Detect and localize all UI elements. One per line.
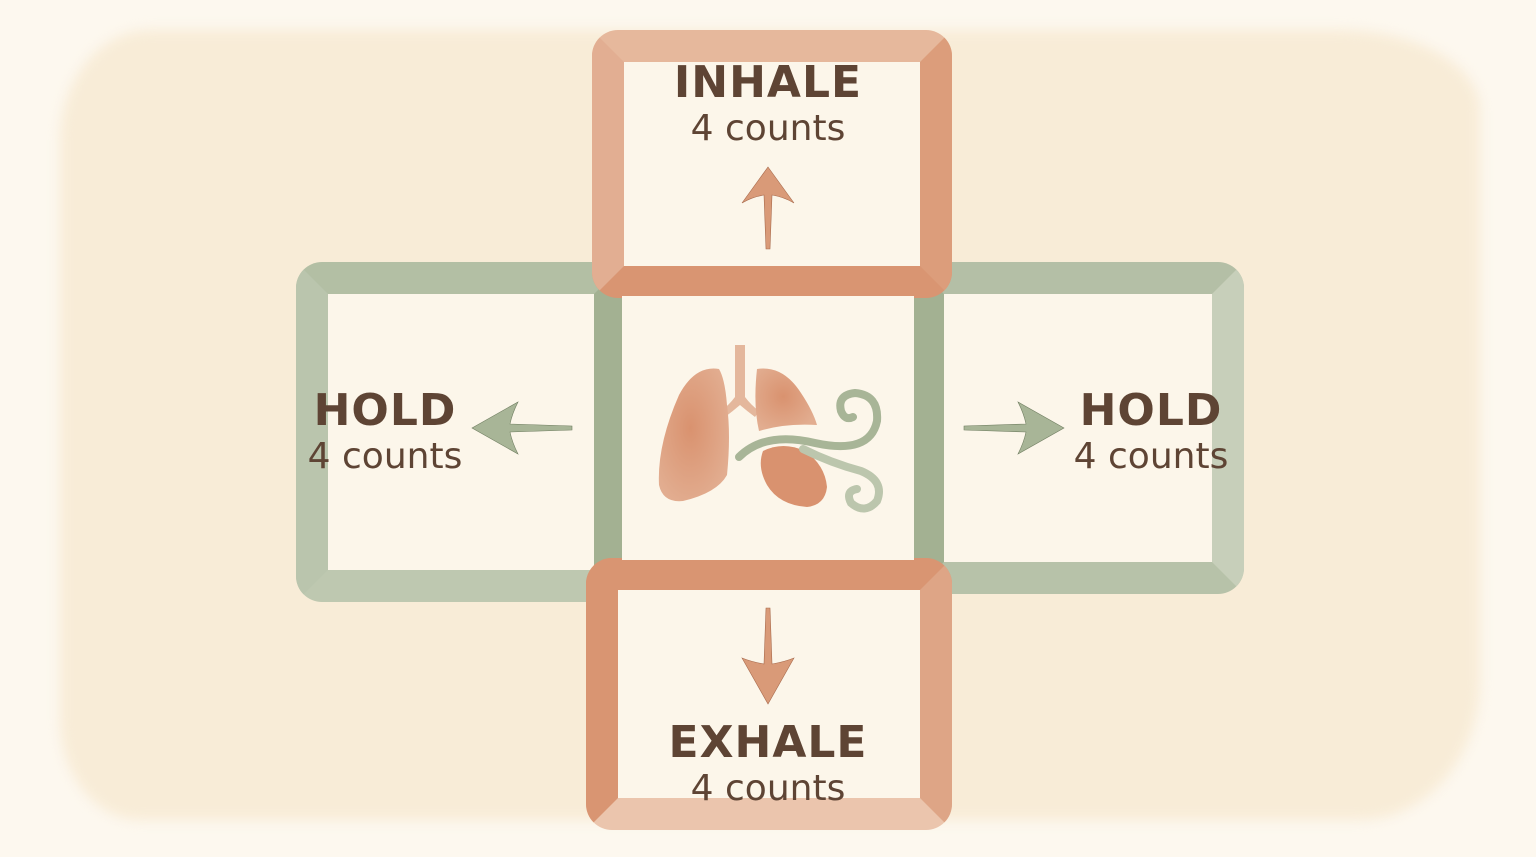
inhale-label: INHALE 4 counts	[640, 58, 896, 150]
inhale-title: INHALE	[673, 57, 863, 108]
exhale-label: EXHALE 4 counts	[640, 718, 896, 810]
hold-left-count: 4 counts	[307, 436, 463, 477]
hold-left-title: HOLD	[313, 385, 457, 436]
lungs-icon	[658, 345, 883, 513]
arrow-left-icon	[471, 401, 573, 455]
hold-left-frame	[296, 262, 626, 602]
arrow-right-icon	[963, 401, 1065, 455]
inhale-count: 4 counts	[690, 108, 846, 149]
arrow-up-icon	[741, 166, 795, 250]
hold-left-label: HOLD 4 counts	[300, 386, 470, 478]
inhale-frame	[592, 30, 952, 298]
hold-right-title: HOLD	[1079, 385, 1223, 436]
exhale-count: 4 counts	[690, 768, 846, 809]
hold-right-frame	[912, 262, 1244, 594]
hold-right-count: 4 counts	[1073, 436, 1229, 477]
arrow-down-icon	[741, 607, 795, 705]
exhale-title: EXHALE	[668, 717, 868, 768]
hold-right-label: HOLD 4 counts	[1066, 386, 1236, 478]
